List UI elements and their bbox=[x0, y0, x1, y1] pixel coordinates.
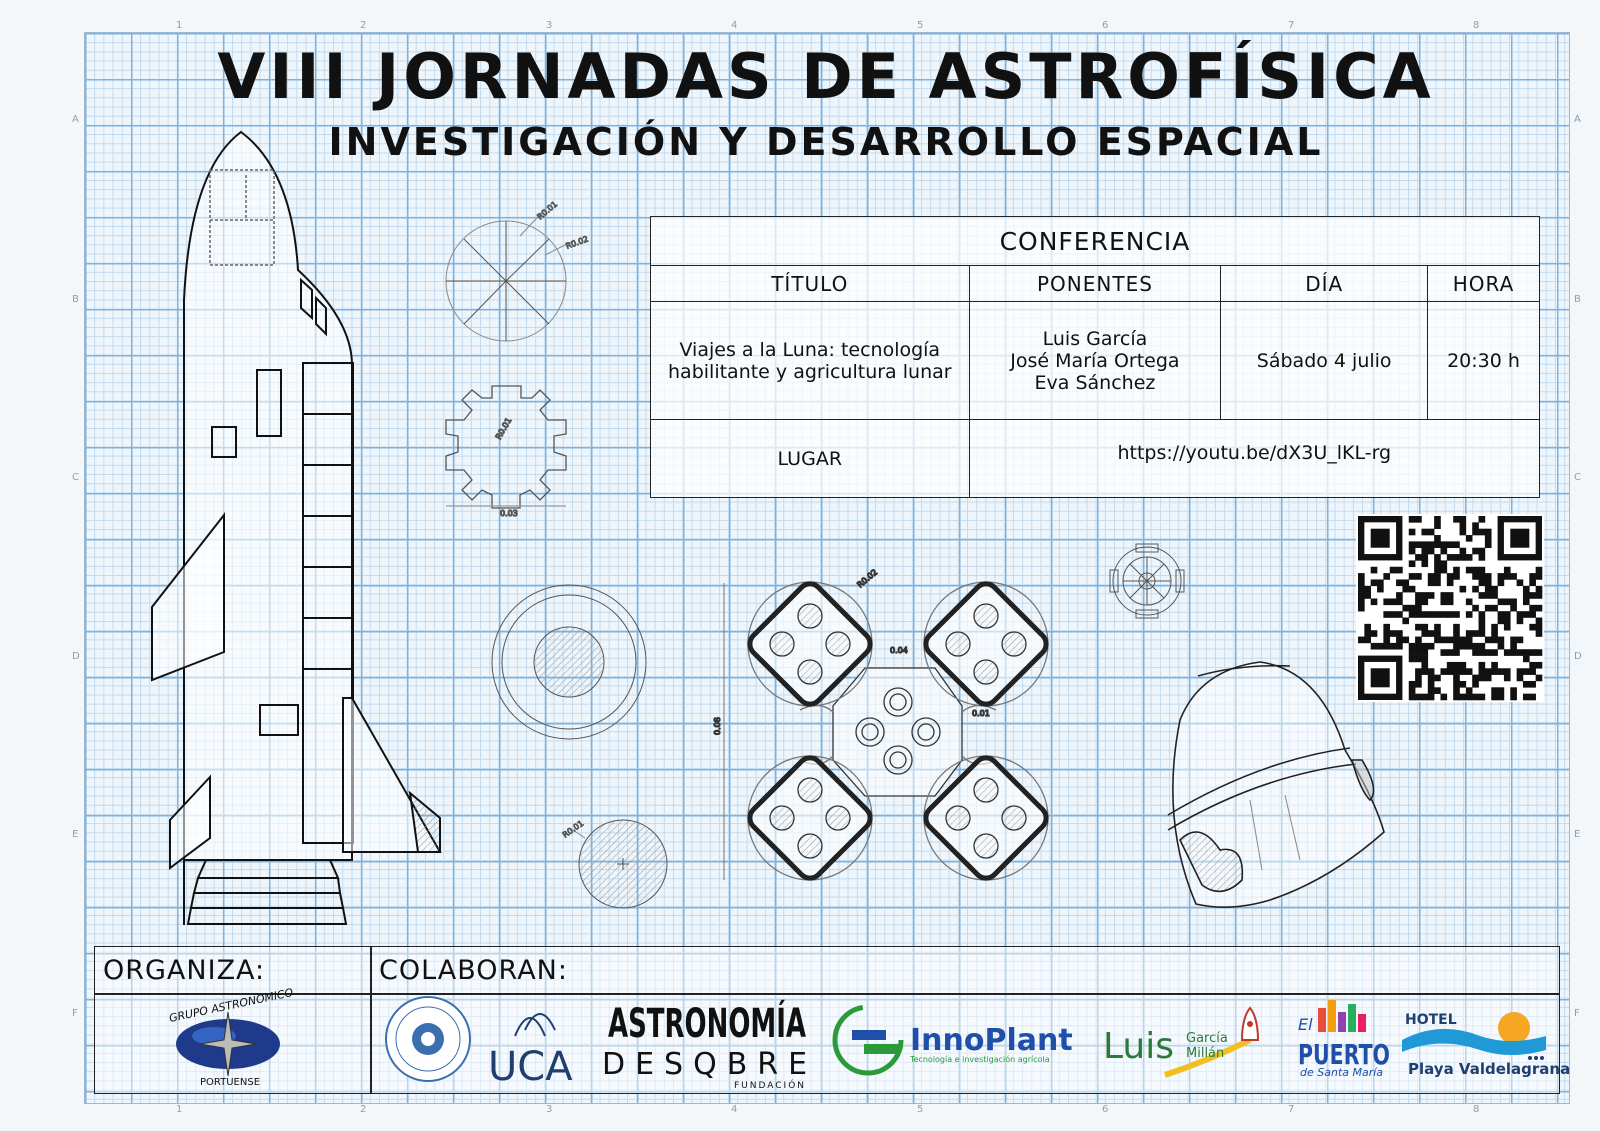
ruler-col-4-bottom: 4 bbox=[731, 1104, 738, 1115]
ruler-row-d: D bbox=[72, 651, 80, 662]
dim-label-r1: R0.01 bbox=[536, 200, 560, 222]
ruler-row-a-right: A bbox=[1574, 114, 1581, 125]
dim-label-d3: 0.01 bbox=[972, 709, 990, 718]
organiza-label: ORGANIZA: bbox=[103, 955, 266, 986]
ruler-col-1-bottom: 1 bbox=[176, 1104, 183, 1115]
dim-label-r2: R0.02 bbox=[565, 234, 590, 250]
header-day: DÍA bbox=[1220, 265, 1429, 302]
thruster-assembly-drawing: 0.08 0.04 0.01 R0.02 bbox=[712, 567, 1049, 881]
talk-title-cell: Viajes a la Luna: tecnología habilitante… bbox=[650, 301, 970, 420]
sponsors-divider-vertical bbox=[370, 947, 372, 1093]
ruler-col-7: 7 bbox=[1288, 20, 1295, 31]
ruler-row-b-right: B bbox=[1574, 294, 1581, 305]
conference-heading: CONFERENCIA bbox=[650, 216, 1540, 266]
talk-title-line-2: habilitante y agricultura lunar bbox=[668, 360, 952, 383]
gear-drawing: 0.03 R0.01 bbox=[445, 385, 567, 519]
dim-label-r2b: R0.02 bbox=[856, 568, 880, 590]
ruler-col-6: 6 bbox=[1102, 20, 1109, 31]
ruler-row-f: F bbox=[72, 1008, 78, 1019]
ruler-row-d-right: D bbox=[1574, 651, 1582, 662]
header-title: TÍTULO bbox=[650, 265, 970, 302]
ruler-col-2-bottom: 2 bbox=[360, 1104, 367, 1115]
speakers-cell: Luis García José María Ortega Eva Sánche… bbox=[968, 301, 1222, 420]
ruler-row-a: A bbox=[72, 114, 79, 125]
conference-table: CONFERENCIA TÍTULO PONENTES DÍA HORA Via… bbox=[650, 216, 1541, 498]
place-link[interactable]: https://youtu.be/dX3U_lKL-rg bbox=[968, 419, 1541, 498]
ruler-row-b: B bbox=[72, 294, 79, 305]
turbine-drawing bbox=[1109, 543, 1185, 619]
thruster-pod-top-right bbox=[923, 581, 1049, 707]
ruler-col-5: 5 bbox=[917, 20, 924, 31]
poster-title: VIII JORNADAS DE ASTROFÍSICA bbox=[217, 40, 1435, 113]
dim-label-d4: 0.08 bbox=[713, 717, 722, 735]
ruler-row-e: E bbox=[72, 829, 79, 840]
day-cell: Sábado 4 julio bbox=[1220, 301, 1429, 420]
sponsors-box: ORGANIZA: COLABORAN: bbox=[94, 946, 1560, 1094]
ruler-col-3-bottom: 3 bbox=[546, 1104, 553, 1115]
thruster-pod-top-left bbox=[747, 581, 873, 707]
header-speakers: PONENTES bbox=[968, 265, 1222, 302]
habitat-module-sketch bbox=[1167, 661, 1385, 908]
ruler-row-c-right: C bbox=[1574, 472, 1581, 483]
sponsors-divider-horizontal bbox=[95, 993, 1559, 995]
hatched-disc-drawing: R0.01 bbox=[560, 818, 668, 909]
ruler-col-1: 1 bbox=[176, 20, 183, 31]
speaker-1: Luis García bbox=[1042, 327, 1148, 350]
rocket-drawing bbox=[151, 130, 442, 925]
ruler-col-5-bottom: 5 bbox=[917, 1104, 924, 1115]
speaker-2: José María Ortega bbox=[1010, 349, 1180, 372]
colaboran-label: COLABORAN: bbox=[379, 955, 568, 986]
ruler-col-8-bottom: 8 bbox=[1473, 1104, 1480, 1115]
thruster-pod-bottom-left bbox=[747, 755, 873, 881]
ruler-col-7-bottom: 7 bbox=[1288, 1104, 1295, 1115]
ruler-col-2: 2 bbox=[360, 20, 367, 31]
dim-label-gear: R0.01 bbox=[494, 416, 513, 441]
header-time: HORA bbox=[1427, 265, 1540, 302]
ruler-col-3: 3 bbox=[546, 20, 553, 31]
concentric-circle-drawing bbox=[491, 584, 647, 740]
talk-title-line-1: Viajes a la Luna: tecnología bbox=[679, 338, 941, 361]
ruler-col-6-bottom: 6 bbox=[1102, 1104, 1109, 1115]
place-label: LUGAR bbox=[650, 419, 970, 498]
time-cell: 20:30 h bbox=[1427, 301, 1540, 420]
thruster-pod-bottom-right bbox=[923, 755, 1049, 881]
poster-subtitle: INVESTIGACIÓN Y DESARROLLO ESPACIAL bbox=[328, 120, 1324, 164]
ruler-col-8: 8 bbox=[1473, 20, 1480, 31]
dim-label-d1: 0.04 bbox=[890, 646, 908, 655]
ruler-col-4: 4 bbox=[731, 20, 738, 31]
ruler-row-c: C bbox=[72, 472, 79, 483]
speaker-3: Eva Sánchez bbox=[1034, 371, 1156, 394]
qr-code-image bbox=[1356, 514, 1544, 702]
sector-wheel-drawing: R0.01 R0.02 bbox=[445, 199, 590, 342]
ruler-row-e-right: E bbox=[1574, 829, 1581, 840]
dim-label-disc: R0.01 bbox=[561, 819, 585, 840]
ruler-row-f-right: F bbox=[1574, 1008, 1580, 1019]
dim-label-d2: 0.03 bbox=[500, 509, 518, 518]
